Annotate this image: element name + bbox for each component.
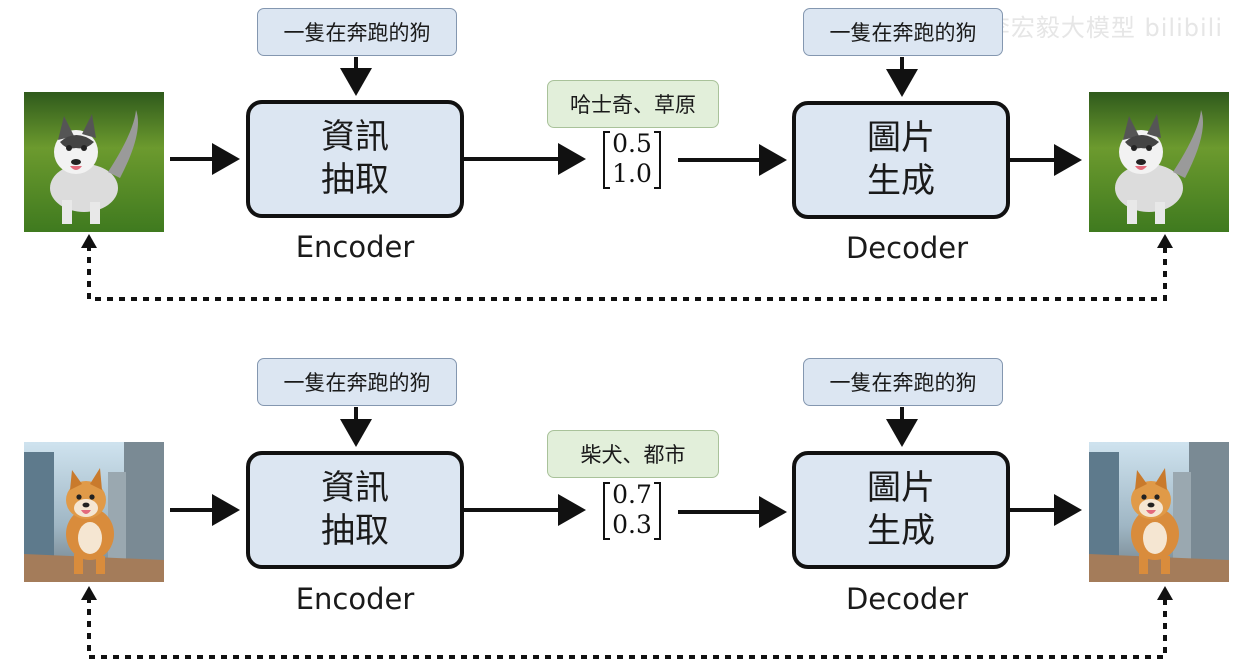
vector-brackets — [603, 131, 661, 189]
encoder-caption: Encoder — [295, 230, 415, 264]
loop-arrowhead — [1157, 586, 1173, 600]
decoder-block: 圖片 生成 — [792, 101, 1010, 219]
reconstruction-loop-1 — [87, 245, 1167, 301]
encoder-label-line1: 資訊 — [321, 468, 389, 508]
vector-brackets — [603, 482, 661, 540]
reconstruction-loop-2 — [87, 597, 1167, 659]
decoder-prompt: 一隻在奔跑的狗 — [803, 8, 1003, 56]
vector-value-bottom: 0.3 — [612, 510, 652, 539]
decoder-caption: Decoder — [845, 231, 969, 265]
decoder-prompt: 一隻在奔跑的狗 — [803, 358, 1003, 406]
loop-arrowhead — [1157, 234, 1173, 248]
latent-tag: 哈士奇、草原 — [547, 80, 719, 128]
encoder-caption: Encoder — [295, 582, 415, 616]
encoder-label-line2: 抽取 — [321, 511, 389, 551]
input-image-shiba — [24, 442, 164, 582]
vector-value-top: 0.5 — [612, 129, 652, 158]
encoder-prompt: 一隻在奔跑的狗 — [257, 8, 457, 56]
encoder-label-line1: 資訊 — [321, 117, 389, 157]
encoder-label-line2: 抽取 — [321, 160, 389, 200]
decoder-label-line2: 生成 — [867, 161, 935, 201]
decoder-label-line1: 圖片 — [867, 468, 935, 508]
encoder-block: 資訊 抽取 — [246, 451, 464, 569]
decoder-label-line1: 圖片 — [867, 118, 935, 158]
loop-arrowhead — [81, 586, 97, 600]
watermark: 李宏毅大模型 bilibili — [985, 14, 1223, 42]
encoder-prompt: 一隻在奔跑的狗 — [257, 358, 457, 406]
encoder-block: 資訊 抽取 — [246, 100, 464, 218]
decoder-caption: Decoder — [845, 582, 969, 616]
latent-vector: 0.7 0.3 — [592, 475, 672, 545]
output-image-shiba — [1089, 442, 1229, 582]
latent-vector: 0.5 1.0 — [592, 124, 672, 194]
decoder-block: 圖片 生成 — [792, 451, 1010, 569]
input-image-husky — [24, 92, 164, 232]
loop-arrowhead — [81, 234, 97, 248]
vector-value-bottom: 1.0 — [612, 159, 652, 188]
decoder-label-line2: 生成 — [867, 511, 935, 551]
output-image-husky — [1089, 92, 1229, 232]
latent-tag: 柴犬、都市 — [547, 430, 719, 478]
vector-value-top: 0.7 — [612, 480, 652, 509]
